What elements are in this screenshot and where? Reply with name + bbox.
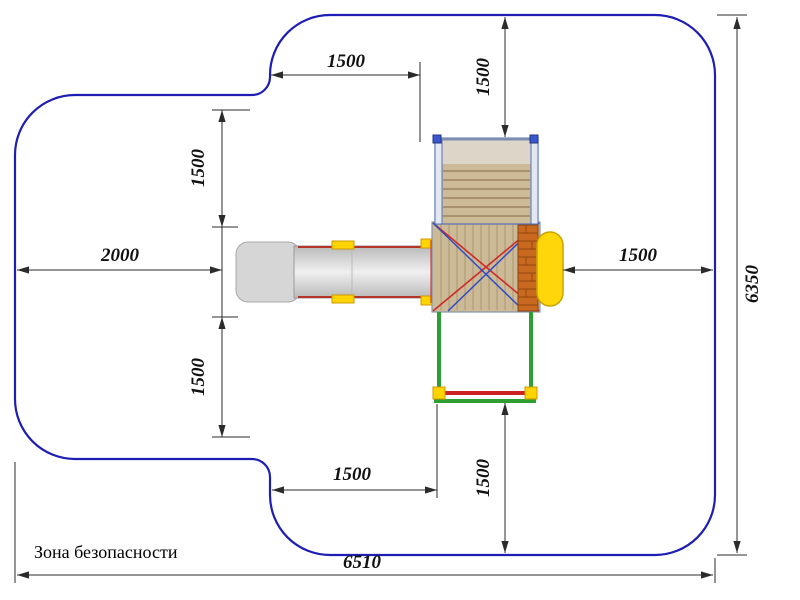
dim-text-lower-left-v: 1500 xyxy=(188,358,209,397)
stairs-upper-landing xyxy=(442,140,532,164)
dimension-annotations: 1500 1500 1500 1500 2000 1500 1500 1500 … xyxy=(14,14,763,583)
gym-bar-frame xyxy=(432,312,538,403)
dim-text-top-h: 1500 xyxy=(327,51,366,72)
dim-text-total-h: 6510 xyxy=(343,552,382,573)
playground-equipment xyxy=(235,134,564,403)
slide-exit-capsule xyxy=(536,231,564,307)
platform-top-view xyxy=(431,221,564,313)
zone-label: Зона безопасности xyxy=(34,542,178,562)
stairs-post-left xyxy=(432,134,442,144)
slide-chute xyxy=(293,245,433,299)
dim-text-left-h: 2000 xyxy=(100,245,140,266)
frame-connector-left xyxy=(432,386,446,400)
frame-connector-right xyxy=(524,386,538,400)
slide-start-landing xyxy=(235,241,301,303)
dim-text-total-v: 6350 xyxy=(742,265,763,304)
stairs-top-view xyxy=(432,134,539,225)
slide-top-view xyxy=(235,238,434,306)
dim-text-right-h: 1500 xyxy=(619,245,658,266)
dim-text-upper-left-v: 1500 xyxy=(188,149,209,188)
slide-clamp-bottom xyxy=(331,294,355,304)
stairs-rail-right xyxy=(530,137,539,225)
dim-text-bottom-inner-h: 1500 xyxy=(333,464,372,485)
slide-clamp-top xyxy=(331,240,355,250)
stair-steps xyxy=(443,170,530,217)
dim-text-bottom-v: 1500 xyxy=(473,459,494,498)
climbing-wall xyxy=(517,224,539,312)
stairs-rail-left xyxy=(434,137,443,225)
dim-text-top-v: 1500 xyxy=(473,58,494,97)
stairs-post-right xyxy=(529,134,539,144)
